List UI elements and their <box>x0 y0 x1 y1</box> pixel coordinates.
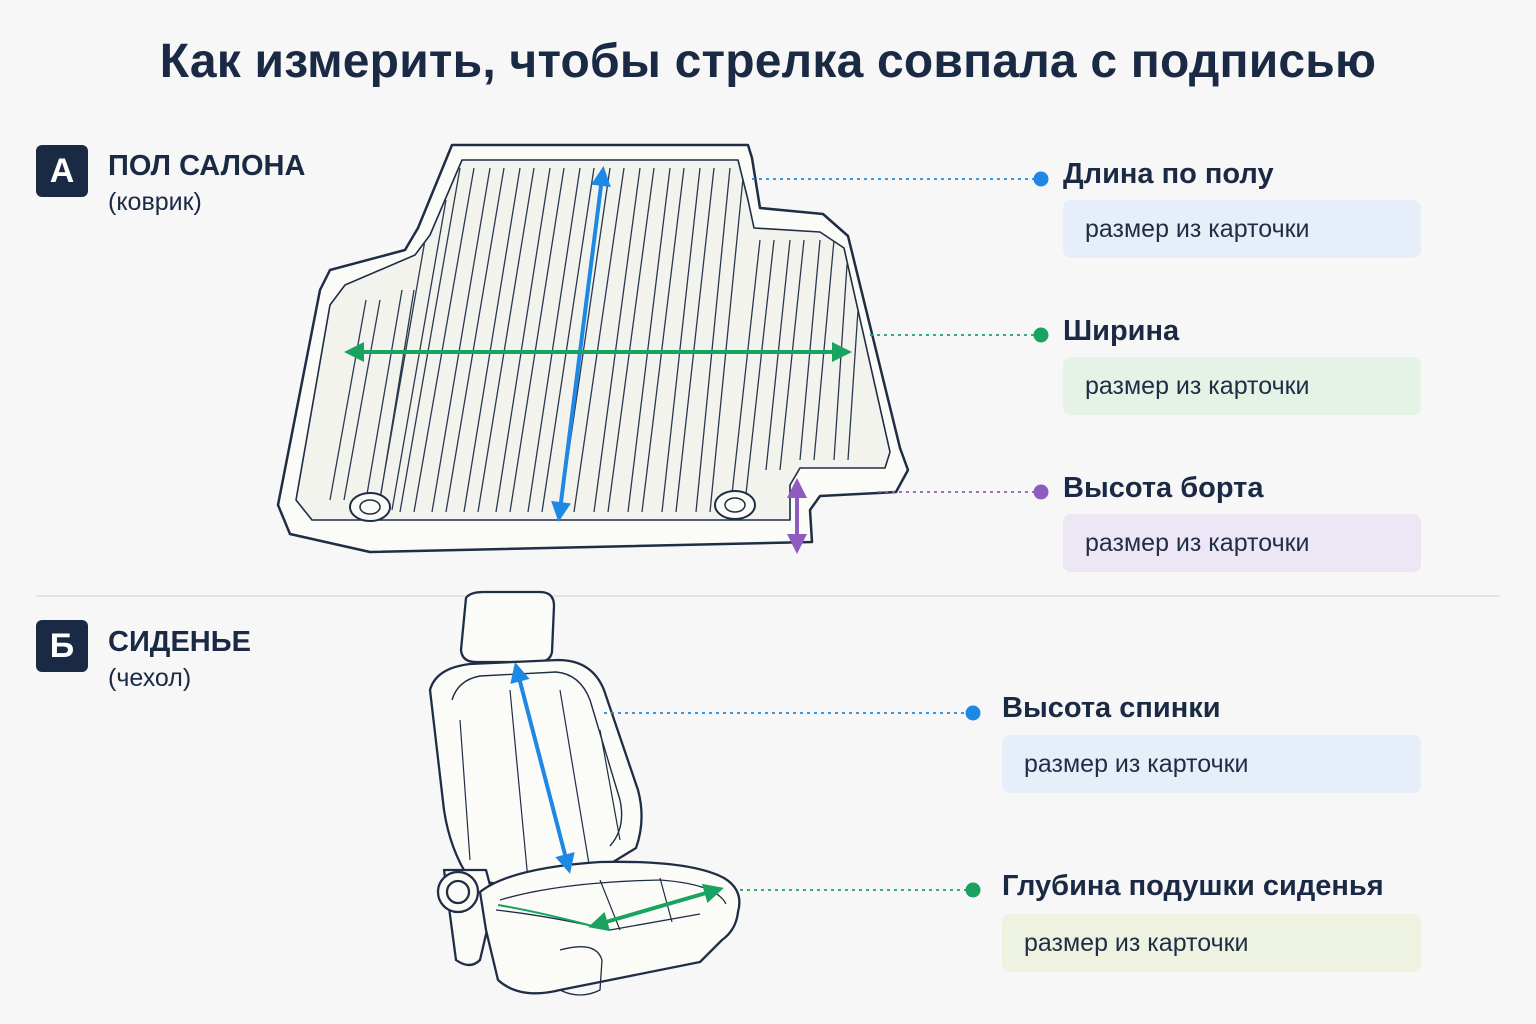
seat-illustration <box>428 590 741 996</box>
leader-dot-cushion <box>965 882 981 898</box>
leader-dot-rim <box>1033 484 1049 500</box>
value-box-backrest-height: размер из карточки <box>1002 735 1421 793</box>
page-title: Как измерить, чтобы стрелка совпала с по… <box>159 35 1377 88</box>
value-box-floor-width: размер из карточки <box>1063 357 1421 415</box>
label-floor-width: Ширина <box>1063 315 1180 347</box>
backrest-height-arrow <box>510 662 575 874</box>
label-rim-height: Высота борта <box>1063 472 1264 504</box>
section-b-badge: Б <box>36 620 88 672</box>
floor-mat-illustration <box>276 143 910 554</box>
label-cushion-depth: Глубина подушки сиденья <box>1002 870 1384 902</box>
section-a-title: ПОЛ САЛОНА <box>108 150 306 182</box>
cushion-depth-arrow <box>588 883 724 932</box>
section-a-badge: А <box>36 145 88 197</box>
label-backrest-height: Высота спинки <box>1002 692 1221 724</box>
leader-dot-length <box>1033 171 1049 187</box>
section-b-subtitle: (чехол) <box>108 664 192 692</box>
label-floor-length: Длина по полу <box>1063 158 1274 190</box>
value-box-cushion-depth: размер из карточки <box>1002 914 1421 972</box>
value-box-rim-height: размер из карточки <box>1063 514 1421 572</box>
leader-dot-width <box>1033 327 1049 343</box>
section-b-title: СИДЕНЬЕ <box>108 626 251 658</box>
value-box-floor-length: размер из карточки <box>1063 200 1421 258</box>
section-divider <box>36 595 1500 597</box>
section-a-subtitle: (коврик) <box>108 188 202 216</box>
leader-dot-backrest <box>965 705 981 721</box>
